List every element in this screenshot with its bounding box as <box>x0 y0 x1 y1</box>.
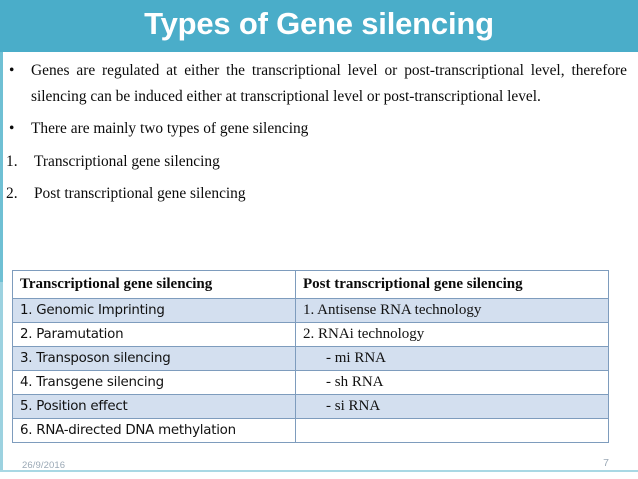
table-header-row: Transcriptional gene silencing Post tran… <box>12 270 609 299</box>
paragraph-spacer <box>0 142 638 149</box>
numbered-paragraph: 1. Transcriptional gene silencing <box>0 149 638 175</box>
paragraph-spacer <box>0 109 638 116</box>
paragraph-spacer <box>0 174 638 181</box>
table-cell-left: 5. Position effect <box>12 394 296 419</box>
bullet-marker: • <box>9 62 15 79</box>
bullet-marker: • <box>9 120 15 137</box>
comparison-table-wrapper: Transcriptional gene silencing Post tran… <box>12 270 609 443</box>
list-number-marker: 2. <box>6 185 18 202</box>
table-cell-right: - mi RNA <box>295 346 609 371</box>
table-cell-right: - si RNA <box>295 394 609 419</box>
slide-title: Types of Gene silencing <box>144 6 494 41</box>
numbered-paragraph: 2. Post transcriptional gene silencing <box>0 181 638 207</box>
table-cell-left: 3. Transposon silencing <box>12 346 296 371</box>
table-row: 6. RNA-directed DNA methylation <box>12 418 609 443</box>
list-number-marker: 1. <box>6 152 18 170</box>
table-cell-right: - sh RNA <box>295 370 609 395</box>
bullet-paragraph: • There are mainly two types of gene sil… <box>0 116 638 142</box>
table-cell-left: 1. Genomic Imprinting <box>12 298 296 323</box>
table-cell-right: 2. RNAi technology <box>295 322 609 347</box>
table-header-cell-right: Post transcriptional gene silencing <box>295 270 609 299</box>
numbered-text: Transcriptional gene silencing <box>34 152 220 170</box>
left-accent-rule-upper <box>0 52 3 282</box>
numbered-text: Post transcriptional gene silencing <box>34 185 246 202</box>
comparison-table: Transcriptional gene silencing Post tran… <box>12 270 609 443</box>
bullet-text: Genes are regulated at either the transc… <box>31 62 627 105</box>
table-cell-right: 1. Antisense RNA technology <box>295 298 609 323</box>
table-row: 3. Transposon silencing - mi RNA <box>12 346 609 371</box>
table-header-cell-left: Transcriptional gene silencing <box>12 270 296 299</box>
table-cell-right <box>295 418 609 443</box>
table-cell-left: 2. Paramutation <box>12 322 296 347</box>
bullet-paragraph: • Genes are regulated at either the tran… <box>0 58 638 109</box>
slide-body: • Genes are regulated at either the tran… <box>0 58 638 207</box>
bottom-accent-rule <box>0 470 638 472</box>
table-row: 1. Genomic Imprinting 1. Antisense RNA t… <box>12 298 609 323</box>
footer-page-number: 7 <box>603 457 609 469</box>
table-body: 1. Genomic Imprinting 1. Antisense RNA t… <box>12 298 609 443</box>
table-row: 5. Position effect - si RNA <box>12 394 609 419</box>
table-cell-left: 4. Transgene silencing <box>12 370 296 395</box>
table-row: 2. Paramutation 2. RNAi technology <box>12 322 609 347</box>
table-row: 4. Transgene silencing - sh RNA <box>12 370 609 395</box>
footer-date: 26/9/2016 <box>22 460 66 471</box>
table-head: Transcriptional gene silencing Post tran… <box>12 270 609 299</box>
bullet-text: There are mainly two types of gene silen… <box>31 120 309 137</box>
table-cell-left: 6. RNA-directed DNA methylation <box>12 418 296 443</box>
slide-title-bar <box>0 0 638 52</box>
